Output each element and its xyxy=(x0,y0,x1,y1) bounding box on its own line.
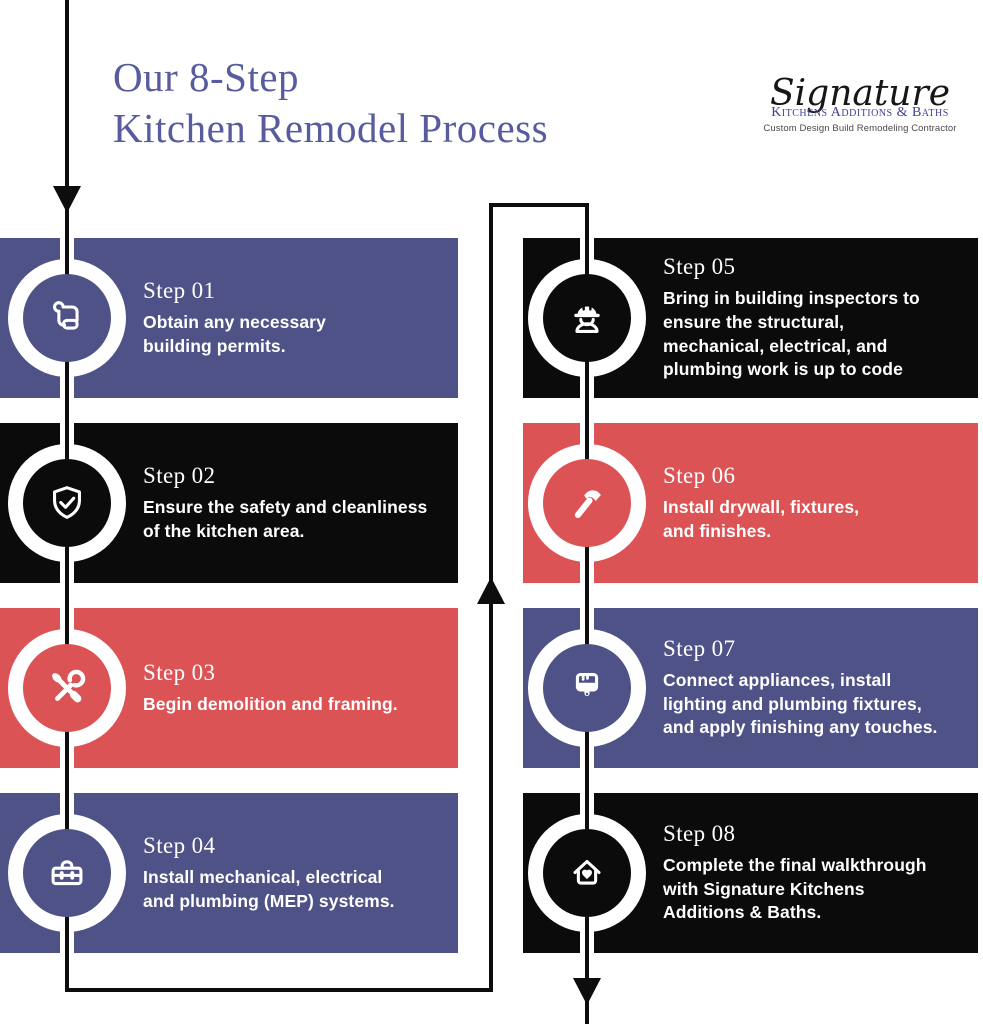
toolbox-icon xyxy=(51,860,83,886)
step-07-description: Connect appliances, install lighting and… xyxy=(663,669,938,738)
flow-line-right xyxy=(585,203,589,1024)
step-08-description: Complete the final walkthrough with Sign… xyxy=(663,854,927,923)
step-03-label: Step 03 xyxy=(143,659,216,685)
step-02-circle xyxy=(23,459,111,547)
step-card-06: Step 06 Install drywall, fixtures, and f… xyxy=(523,423,978,583)
flow-line-top xyxy=(489,203,589,207)
arrow-exit-down-icon xyxy=(573,978,601,1005)
step-card-08: Step 08 Complete the final walkthrough w… xyxy=(523,793,978,953)
arrow-down-icon xyxy=(53,186,81,213)
hammer-icon xyxy=(574,490,601,519)
step-05-description: Bring in building inspectors to ensure t… xyxy=(663,287,920,380)
logo-tagline: Custom Design Build Remodeling Contracto… xyxy=(763,123,957,135)
step-02-label: Step 02 xyxy=(143,462,216,488)
step-04-circle xyxy=(23,829,111,917)
step-03-description: Begin demolition and framing. xyxy=(143,693,398,714)
shield-check-icon xyxy=(53,486,81,519)
step-card-03: Step 03 Begin demolition and framing. xyxy=(0,608,458,768)
step-01-label: Step 01 xyxy=(143,277,216,303)
logo-company-name: Kitchens Additions & Baths xyxy=(771,105,949,120)
step-01-circle xyxy=(23,274,111,362)
step-07-circle xyxy=(543,644,631,732)
crossed-tools-icon xyxy=(52,669,86,703)
page-title: Our 8-Step Kitchen Remodel Process xyxy=(113,52,548,154)
step-card-07: Step 07 Connect appliances, install ligh… xyxy=(523,608,978,768)
step-07-label: Step 07 xyxy=(663,635,736,661)
paint-brush-icon xyxy=(575,673,599,696)
title-line-2: Kitchen Remodel Process xyxy=(113,104,549,151)
step-card-04: Step 04 Install mechanical, electrical a… xyxy=(0,793,458,953)
step-06-circle xyxy=(543,459,631,547)
step-01-description: Obtain any necessary building permits. xyxy=(143,311,326,356)
step-card-02: Step 02 Ensure the safety and cleanlines… xyxy=(0,423,458,583)
logo-script-text: Signature xyxy=(769,73,951,114)
step-04-label: Step 04 xyxy=(143,832,216,858)
company-logo: Signature Kitchens Additions & Baths Cus… xyxy=(750,73,970,135)
title-line-1: Our 8-Step xyxy=(113,54,300,100)
construction-worker-icon xyxy=(574,303,600,333)
step-05-circle xyxy=(543,274,631,362)
step-05-label: Step 05 xyxy=(663,253,736,279)
step-04-description: Install mechanical, electrical and plumb… xyxy=(143,866,395,911)
step-02-description: Ensure the safety and cleanliness of the… xyxy=(143,496,428,541)
step-08-label: Step 08 xyxy=(663,820,736,846)
permit-scroll-icon xyxy=(53,301,79,330)
step-06-label: Step 06 xyxy=(663,462,736,488)
flow-line-bottom xyxy=(65,988,493,992)
step-06-description: Install drywall, fixtures, and finishes. xyxy=(663,496,860,541)
step-card-05: Step 05 Bring in building inspectors to … xyxy=(523,238,978,398)
arrow-up-icon xyxy=(477,577,505,604)
step-card-01: Step 01 Obtain any necessary building pe… xyxy=(0,238,458,398)
step-03-circle xyxy=(23,644,111,732)
house-heart-icon xyxy=(573,859,601,885)
step-08-circle xyxy=(543,829,631,917)
